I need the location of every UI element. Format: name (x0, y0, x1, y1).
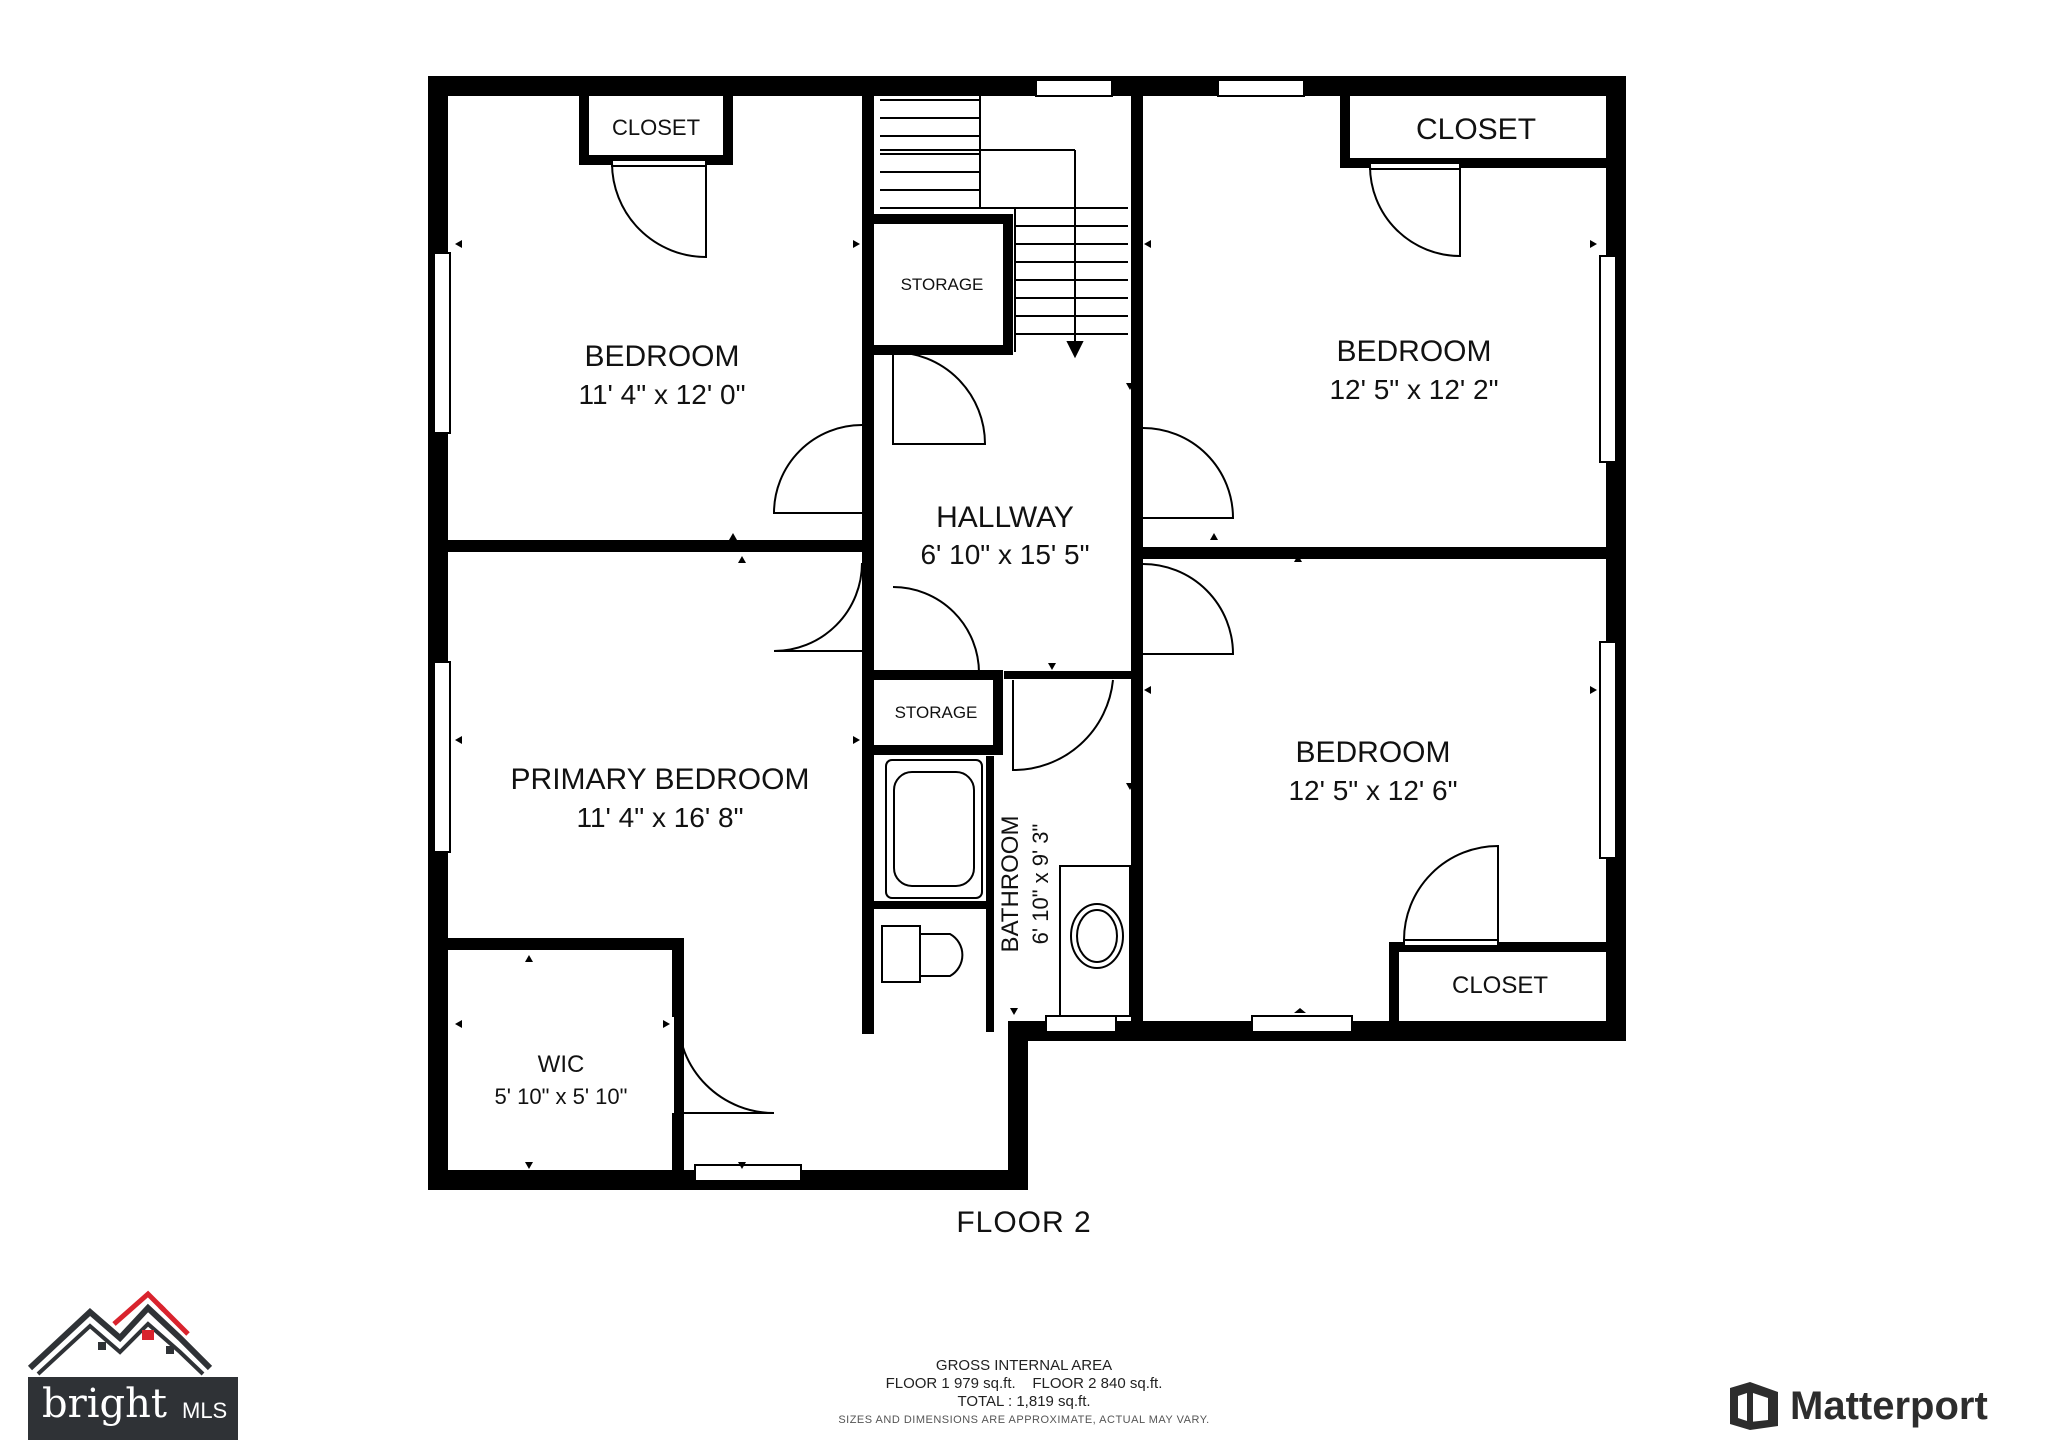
room-name-hallway: HALLWAY (936, 501, 1074, 534)
staircase (880, 96, 1128, 359)
bathroom-fixtures (881, 759, 1131, 1017)
closet-label-3: CLOSET (1452, 972, 1548, 999)
bright-wordmark: bright (42, 1381, 167, 1427)
matterport-logo: Matterport (1728, 1380, 2038, 1430)
floor-title: FLOOR 2 (956, 1206, 1092, 1239)
house-roofs-icon (28, 1290, 213, 1376)
closet-label-1: CLOSET (612, 115, 700, 140)
gross-area-summary: GROSS INTERNAL AREA FLOOR 1 979 sq.ft. F… (724, 1357, 1324, 1429)
room-name-bathroom: BATHROOM (997, 816, 1024, 953)
storage-label-1: STORAGE (901, 275, 984, 294)
closet-label-2: CLOSET (1416, 113, 1536, 146)
room-labels: BEDROOM 11' 4" x 12' 0" BEDROOM 12' 5" x… (495, 113, 1549, 1109)
storage-label-2: STORAGE (895, 703, 978, 722)
windows (433, 79, 1617, 1182)
walls (428, 76, 1626, 1190)
bright-mls-logo: bright MLS (28, 1290, 238, 1440)
room-name-bedroom-3: BEDROOM (1295, 736, 1450, 769)
bright-mls-banner: bright MLS (28, 1377, 238, 1440)
doors (611, 159, 1499, 1114)
mls-wordmark: MLS (182, 1398, 228, 1423)
room-name-bedroom-2: BEDROOM (1336, 335, 1491, 368)
area-heading: GROSS INTERNAL AREA (935, 1357, 1113, 1374)
area-total-line: TOTAL : 1,819 sq.ft. (957, 1393, 1091, 1410)
room-dims-bathroom: 6' 10" x 9' 3" (1028, 824, 1053, 945)
room-dims-bedroom-1: 11' 4" x 12' 0" (578, 379, 745, 410)
room-name-primary-bedroom: PRIMARY BEDROOM (511, 763, 810, 796)
room-dims-hallway: 6' 10" x 15' 5" (920, 539, 1089, 570)
room-dims-bedroom-2: 12' 5" x 12' 2" (1329, 374, 1498, 405)
room-dims-wic: 5' 10" x 5' 10" (495, 1084, 628, 1109)
matterport-wordmark: Matterport (1790, 1384, 1988, 1428)
area-floors-line: FLOOR 1 979 sq.ft. FLOOR 2 840 sq.ft. (885, 1375, 1163, 1392)
room-dims-primary-bedroom: 11' 4" x 16' 8" (576, 802, 743, 833)
dimension-markers (455, 240, 1597, 1169)
matterport-cube-icon (1730, 1382, 1778, 1430)
room-name-wic: WIC (538, 1051, 585, 1078)
room-dims-bedroom-3: 12' 5" x 12' 6" (1288, 775, 1457, 806)
room-name-bedroom-1: BEDROOM (584, 340, 739, 373)
area-disclaimer: SIZES AND DIMENSIONS ARE APPROXIMATE, AC… (838, 1414, 1210, 1426)
